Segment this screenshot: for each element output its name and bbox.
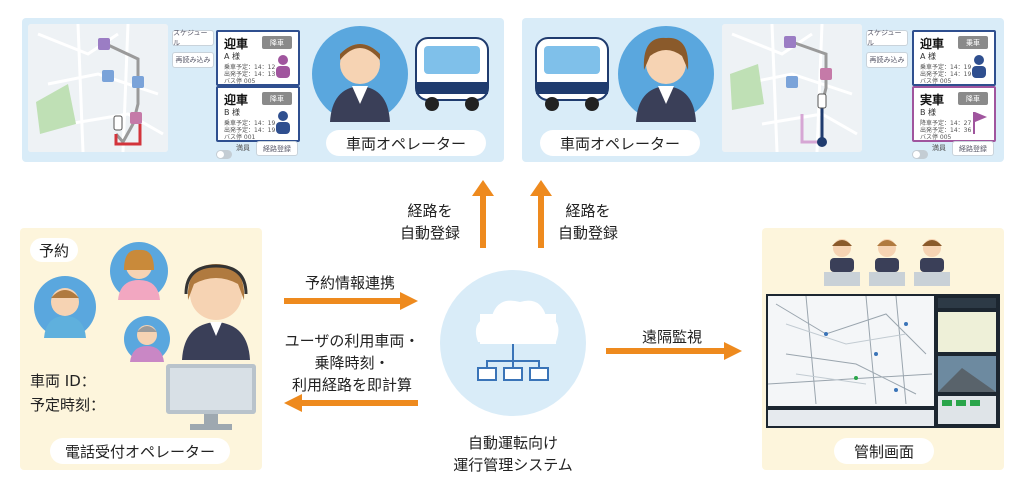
monitoring-staff-illustration xyxy=(822,234,952,288)
arrow-up-left xyxy=(472,180,494,248)
passenger-icon xyxy=(274,54,292,78)
card-line: 出発予定：14：19 xyxy=(224,127,276,134)
operator-illustration xyxy=(636,37,696,122)
card-line: 出発予定：14：36 xyxy=(920,127,972,134)
route-register-text-left: 経路を 自動登録 xyxy=(394,200,466,244)
arrow-up-right xyxy=(530,180,552,248)
text-line: 乗降時刻・ xyxy=(314,354,390,372)
card-passenger: A 様 xyxy=(224,52,241,61)
control-screen xyxy=(766,294,1000,428)
customer-avatar-1 xyxy=(34,276,96,338)
card-passenger: B 様 xyxy=(920,108,937,117)
card-line: バス停 001 xyxy=(224,134,256,141)
text-line: 経路を xyxy=(407,202,453,220)
operator-avatar-left xyxy=(312,26,408,122)
card-status-tag: 乗車 xyxy=(958,36,988,49)
card-line: 降車予定：14：27 xyxy=(920,120,972,127)
card-title: 迎車 xyxy=(920,37,945,51)
text-line: 自動登録 xyxy=(557,224,618,242)
card-line: 乗車予定：14：12 xyxy=(224,64,276,71)
card-status-tag: 降車 xyxy=(262,36,292,49)
text-line: 経路を xyxy=(565,202,611,220)
card-passenger: B 様 xyxy=(224,108,241,117)
vehicle-id-label: 車両 ID： xyxy=(30,372,96,390)
ride-card-right-a[interactable]: 迎車 A 様 乗車 乗車予定：14：19 出発予定：14：19 バス停 005 xyxy=(912,30,996,86)
card-line: 出発予定：14：19 xyxy=(920,71,972,78)
card-status-tag: 降車 xyxy=(958,92,988,105)
cloud-network-icon xyxy=(475,300,559,381)
text-line: 自動登録 xyxy=(399,224,460,242)
arrow-right-reservation xyxy=(284,292,418,310)
monitor-icon xyxy=(166,364,256,430)
card-passenger: A 様 xyxy=(920,52,937,61)
schedule-button-left[interactable]: スケジュール xyxy=(172,29,214,47)
route-map-left-svg xyxy=(28,24,168,152)
card-title: 実車 xyxy=(920,93,945,107)
customer-avatar-3 xyxy=(124,316,170,362)
arrow-left-calc xyxy=(284,394,418,412)
bus-icon xyxy=(410,32,494,116)
toggle-switch-icon[interactable] xyxy=(216,144,232,159)
card-title: 迎車 xyxy=(224,37,249,51)
reservation-link-text: 予約情報連携 xyxy=(304,274,395,292)
route-register-button-right[interactable]: 経路登録 xyxy=(952,141,994,156)
bus-icon xyxy=(530,32,614,116)
reload-button-right[interactable]: 再読み込み xyxy=(866,52,908,68)
customer-avatar-2 xyxy=(110,242,168,300)
card-line: バス停 005 xyxy=(920,78,952,85)
calc-text: ユーザの利用車両・ 乗降時刻・ 利用経路を即計算 xyxy=(272,330,432,396)
control-screen-label: 管制画面 xyxy=(834,438,934,464)
operator-illustration xyxy=(330,44,390,122)
route-register-text-right: 経路を 自動登録 xyxy=(552,200,624,244)
system-label: 自動運転向け 運行管理システム xyxy=(420,432,606,476)
card-line: 乗車予定：14：19 xyxy=(224,120,276,127)
ride-card-right-b[interactable]: 実車 B 様 降車 降車予定：14：27 出発予定：14：36 バス停 005 xyxy=(912,86,996,142)
text-line: ユーザの利用車両・ xyxy=(284,332,420,350)
toggle-label: 満員 xyxy=(932,144,946,152)
remote-monitoring-text: 遠隔監視 xyxy=(641,328,702,346)
card-line: 乗車予定：14：19 xyxy=(920,64,972,71)
vehicle-operator-panel-left: スケジュール 再読み込み 迎車 A 様 降車 乗車予定：14：12 出発予定：1… xyxy=(22,18,504,162)
reservation-tag: 予約 xyxy=(30,238,78,262)
phone-operator-label: 電話受付オペレーター xyxy=(50,438,230,464)
flag-icon xyxy=(970,110,988,134)
reload-button-left[interactable]: 再読み込み xyxy=(172,52,214,68)
route-register-button-left[interactable]: 経路登録 xyxy=(256,141,298,156)
card-line: バス停 005 xyxy=(224,78,256,85)
text-line: 運行管理システム xyxy=(453,456,573,474)
call-operator-illustration xyxy=(174,250,258,360)
route-map-right-svg xyxy=(722,24,862,152)
text-line: 利用経路を即計算 xyxy=(291,376,412,394)
schedule-button-right[interactable]: スケジュール xyxy=(866,29,908,47)
card-title: 迎車 xyxy=(224,93,249,107)
reservation-panel: 予約 車両 ID： 予定時刻： 電話受付オペレーター xyxy=(20,228,262,470)
vehicle-operator-label-right: 車両オペレーター xyxy=(540,130,700,156)
vehicle-operator-label-left: 車両オペレーター xyxy=(326,130,486,156)
card-line: バス停 005 xyxy=(920,134,952,141)
operator-avatar-right xyxy=(618,26,714,122)
route-map-right xyxy=(722,24,862,152)
card-status-tag: 降車 xyxy=(262,92,292,105)
control-screen-svg xyxy=(767,295,996,426)
vehicle-operator-panel-right: 車両オペレーター スケジュール 再読み込み 迎車 A 様 乗車 乗車予定：14：… xyxy=(522,18,1004,162)
ride-card-left-a[interactable]: 迎車 A 様 降車 乗車予定：14：12 出発予定：14：13 バス停 005 xyxy=(216,30,300,86)
scheduled-time-label: 予定時刻： xyxy=(30,396,106,414)
arrow-right-remote xyxy=(606,342,742,360)
control-panel: 管制画面 xyxy=(762,228,1004,470)
card-line: 出発予定：14：13 xyxy=(224,71,276,78)
system-circle xyxy=(440,270,586,416)
passenger-icon xyxy=(970,54,988,78)
toggle-label: 満員 xyxy=(236,144,250,152)
passenger-icon xyxy=(274,110,292,134)
route-map-left xyxy=(28,24,168,152)
ride-card-left-b[interactable]: 迎車 B 様 降車 乗車予定：14：19 出発予定：14：19 バス停 001 xyxy=(216,86,300,142)
text-line: 自動運転向け xyxy=(467,434,558,452)
toggle-switch-icon[interactable] xyxy=(912,144,928,159)
